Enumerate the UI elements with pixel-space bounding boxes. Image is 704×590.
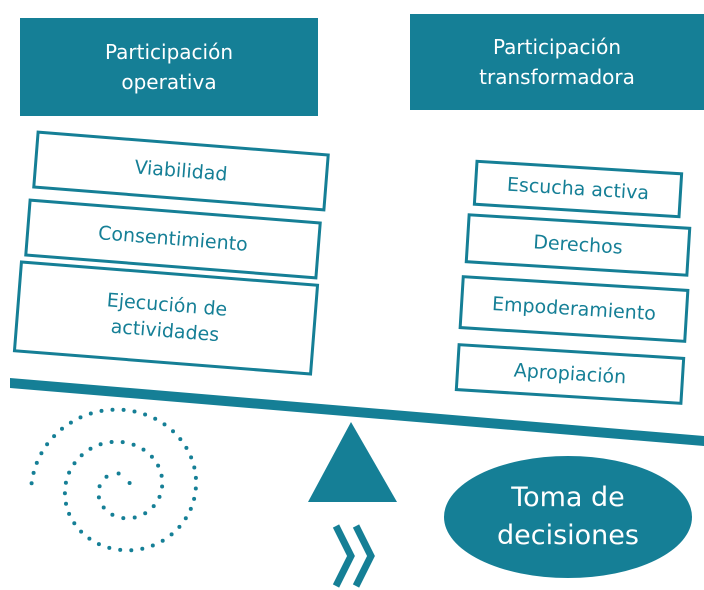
spiral-dot	[140, 546, 145, 551]
spiral-dot	[188, 506, 193, 511]
spiral-dot	[132, 515, 137, 520]
ellipse-label: decisiones	[497, 520, 639, 551]
spiral-dot	[131, 442, 136, 447]
spiral-dot	[121, 516, 126, 521]
spiral-dot	[132, 409, 137, 414]
spiral-dot	[169, 532, 174, 537]
spiral-dot	[150, 543, 155, 548]
spiral-dot	[101, 505, 106, 510]
spiral-dot	[29, 481, 34, 486]
spiral-dot	[160, 484, 165, 489]
spiral-dot	[156, 463, 161, 468]
spiral-dot	[88, 411, 93, 416]
spiral-dot	[193, 486, 198, 491]
spiral-dot	[87, 536, 92, 541]
spiral-dot	[193, 475, 198, 480]
spiral-dot	[64, 501, 68, 506]
spiral-dot	[151, 504, 156, 509]
spiral-dot	[88, 446, 93, 451]
spiral-dot	[192, 496, 197, 501]
spiral-dot	[110, 512, 115, 517]
spiral-dot	[127, 481, 132, 485]
spiral-dot	[160, 538, 165, 543]
spiral-dot	[149, 454, 154, 459]
spiral-dot	[192, 465, 197, 470]
spiral-dot	[143, 511, 148, 516]
header-line: Participación	[104, 40, 233, 64]
decision-making-ellipse: Toma de decisiones	[444, 456, 692, 578]
spiral-dot	[143, 412, 148, 417]
spiral-dot	[120, 440, 125, 445]
spiral-dot	[141, 447, 146, 452]
spiral-dot	[34, 460, 39, 465]
spiral-dot	[153, 416, 158, 421]
spiral-dot	[68, 420, 73, 425]
header-line: transformadora	[479, 65, 635, 89]
spiral-dot	[45, 442, 50, 447]
double-chevron-down-icon	[332, 524, 375, 588]
spiral-dot	[98, 442, 103, 447]
spiral-dot	[79, 529, 84, 534]
spiral-dot	[171, 429, 175, 434]
spiral-dot	[62, 491, 67, 496]
spiral-dot	[31, 470, 36, 475]
spiral-dot	[96, 542, 101, 547]
spiral-dot	[116, 471, 121, 476]
ellipse-label: Toma de	[511, 482, 625, 513]
header-line: operativa	[121, 70, 217, 94]
spiral-dot	[97, 484, 102, 489]
spiral-dot	[110, 407, 115, 412]
spiral-dot	[177, 524, 182, 529]
spiral-dot	[183, 516, 188, 521]
balance-beam	[10, 378, 704, 446]
fulcrum-triangle-icon	[308, 422, 397, 502]
spiral-dot	[79, 453, 84, 458]
spiral-dot	[104, 474, 109, 479]
spiral-dot	[178, 437, 183, 442]
spiral-dot	[96, 495, 101, 500]
spiral-dot	[78, 415, 83, 420]
spiral-dot	[129, 548, 134, 553]
header-transformative-participation: Participación transformadora	[410, 14, 704, 110]
spiral-dot	[39, 451, 44, 456]
spiral-dot	[72, 461, 77, 466]
header-line: Participación	[492, 35, 621, 59]
spiral-dot	[72, 521, 77, 526]
spiral-dot	[184, 445, 189, 450]
spiral-dot	[107, 545, 112, 550]
spiral-dot	[118, 547, 123, 552]
spiral-dot	[63, 480, 68, 485]
spiral-dot	[52, 434, 57, 439]
spiral-dot	[157, 494, 162, 499]
spiral-dot	[67, 470, 72, 475]
header-operative-participation: Participación operativa	[20, 18, 318, 116]
spiral-dot	[60, 426, 64, 431]
spiral-dots-icon	[29, 407, 198, 553]
spiral-dot	[162, 422, 167, 427]
spiral-dot	[159, 473, 164, 478]
spiral-dot	[121, 407, 126, 412]
spiral-dot	[67, 511, 72, 516]
spiral-dot	[99, 408, 104, 413]
spiral-dot	[109, 440, 114, 444]
spiral-dot	[189, 455, 194, 460]
